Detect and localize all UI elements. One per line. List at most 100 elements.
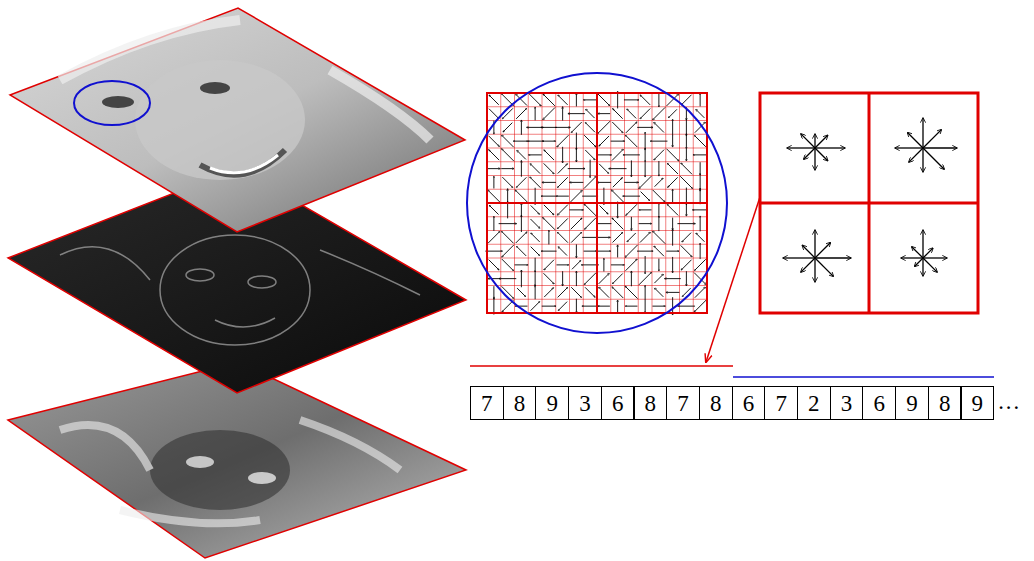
gradient-arrow — [612, 149, 623, 160]
gradient-arrow — [599, 136, 609, 146]
gradient-arrow — [489, 109, 499, 119]
gradient-arrow — [493, 176, 494, 188]
gradient-arrow — [517, 288, 526, 297]
gradient-arrow — [493, 216, 494, 231]
gradient-arrow — [617, 300, 618, 312]
gradient-arrow — [568, 113, 585, 114]
gradient-arrow — [654, 150, 665, 161]
vector-value: 9 — [906, 392, 918, 415]
gradient-arrow — [640, 232, 650, 242]
histogram-bin-arrow — [923, 257, 947, 258]
gradient-arrow — [535, 258, 536, 272]
histogram-bin-arrow — [923, 248, 933, 258]
gradient-arrow — [571, 122, 582, 133]
histogram-bin-arrow — [815, 258, 833, 276]
gradient-arrow — [521, 215, 522, 232]
gradient-arrow — [584, 135, 596, 147]
vector-value: 3 — [841, 392, 853, 415]
gradient-arrow — [572, 260, 581, 269]
gradient-arrow — [700, 188, 701, 204]
gradient-arrow — [542, 141, 555, 142]
gradient-arrow — [613, 232, 623, 242]
gradient-arrow — [583, 99, 596, 100]
grid-line — [487, 203, 707, 204]
histogram-bin-arrow — [923, 148, 944, 169]
gradient-arrow — [585, 150, 595, 160]
gradient-arrow — [516, 177, 526, 187]
gradient-arrow — [645, 285, 646, 299]
gradient-arrow — [645, 148, 646, 162]
histogram-bin-arrow — [922, 230, 923, 258]
gradient-arrow — [517, 246, 527, 256]
gradient-arrow — [582, 196, 598, 197]
histogram-bin-arrow — [907, 132, 923, 148]
gradient-arrow — [686, 119, 687, 136]
histogram-bin-arrow — [814, 230, 815, 258]
gradient-arrow — [682, 233, 691, 242]
gradient-arrow — [543, 108, 555, 120]
gradient-arrow — [530, 164, 540, 174]
gradient-arrow — [503, 123, 512, 132]
gradient-arrow — [654, 122, 664, 132]
vector-cell: 8 — [699, 386, 733, 420]
gradient-arrow — [557, 135, 569, 147]
gradient-arrow — [617, 245, 618, 258]
gradient-arrow — [627, 109, 637, 119]
gradient-arrow — [507, 189, 508, 204]
gradient-arrow — [631, 160, 632, 176]
gradient-arrow — [571, 287, 581, 297]
histogram-bin-arrow — [815, 147, 845, 148]
fine-grid — [487, 93, 707, 313]
gradient-arrow — [598, 113, 611, 114]
histogram-bin-arrow — [922, 148, 923, 172]
gradient-arrow — [612, 273, 622, 283]
vector-cell: 3 — [830, 386, 864, 420]
ellipsis-wrap: ··· — [997, 396, 1020, 419]
gradient-arrow — [558, 164, 568, 174]
gradient-arrow — [600, 206, 609, 215]
gradient-arrow — [516, 232, 527, 243]
gradient-arrow — [658, 259, 659, 272]
gradient-arrow — [488, 278, 500, 279]
vector-cell: 6 — [601, 386, 635, 420]
vector-value: 8 — [645, 392, 657, 415]
gradient-arrow — [571, 232, 581, 242]
gradient-arrow — [501, 149, 513, 161]
vector-value: 8 — [710, 392, 722, 415]
gradient-arrow — [562, 271, 563, 286]
gradient-arrow — [625, 135, 637, 147]
gradient-arrow — [599, 164, 609, 174]
group-bracket — [733, 376, 994, 378]
histogram-bin-arrow — [915, 258, 923, 266]
gradient-arrow — [541, 251, 556, 252]
gradient-arrow — [695, 259, 706, 270]
gradient-arrow — [493, 286, 494, 298]
vector-cell: 7 — [666, 386, 700, 420]
gradient-arrow — [639, 209, 652, 210]
gradient-arrow — [625, 245, 637, 257]
histogram-bin-arrow — [787, 147, 815, 148]
histogram-bin-arrow — [909, 148, 923, 162]
gradient-arrow — [558, 95, 568, 105]
gradient-arrow — [531, 205, 540, 214]
gradient-arrow — [623, 154, 640, 155]
gradient-arrow — [562, 147, 563, 163]
gradient-arrow — [626, 122, 637, 133]
histogram-bin-arrow — [922, 118, 923, 148]
histogram-bin-arrow — [923, 258, 937, 272]
gradient-arrow — [599, 287, 610, 298]
gradient-arrow — [650, 141, 667, 142]
gradient-arrow — [544, 163, 554, 173]
orientation-texture — [60, 420, 400, 523]
gradient-arrow — [530, 219, 539, 228]
gradient-arrow — [541, 196, 557, 197]
gradient-arrow — [515, 264, 529, 265]
gradient-arrow — [555, 127, 570, 128]
keypoint-region — [74, 81, 150, 125]
gradient-arrow — [625, 286, 637, 298]
gradient-arrow — [544, 260, 554, 270]
gradient-arrow — [611, 264, 624, 265]
face-image — [60, 20, 430, 180]
gradient-arrow — [645, 132, 646, 150]
